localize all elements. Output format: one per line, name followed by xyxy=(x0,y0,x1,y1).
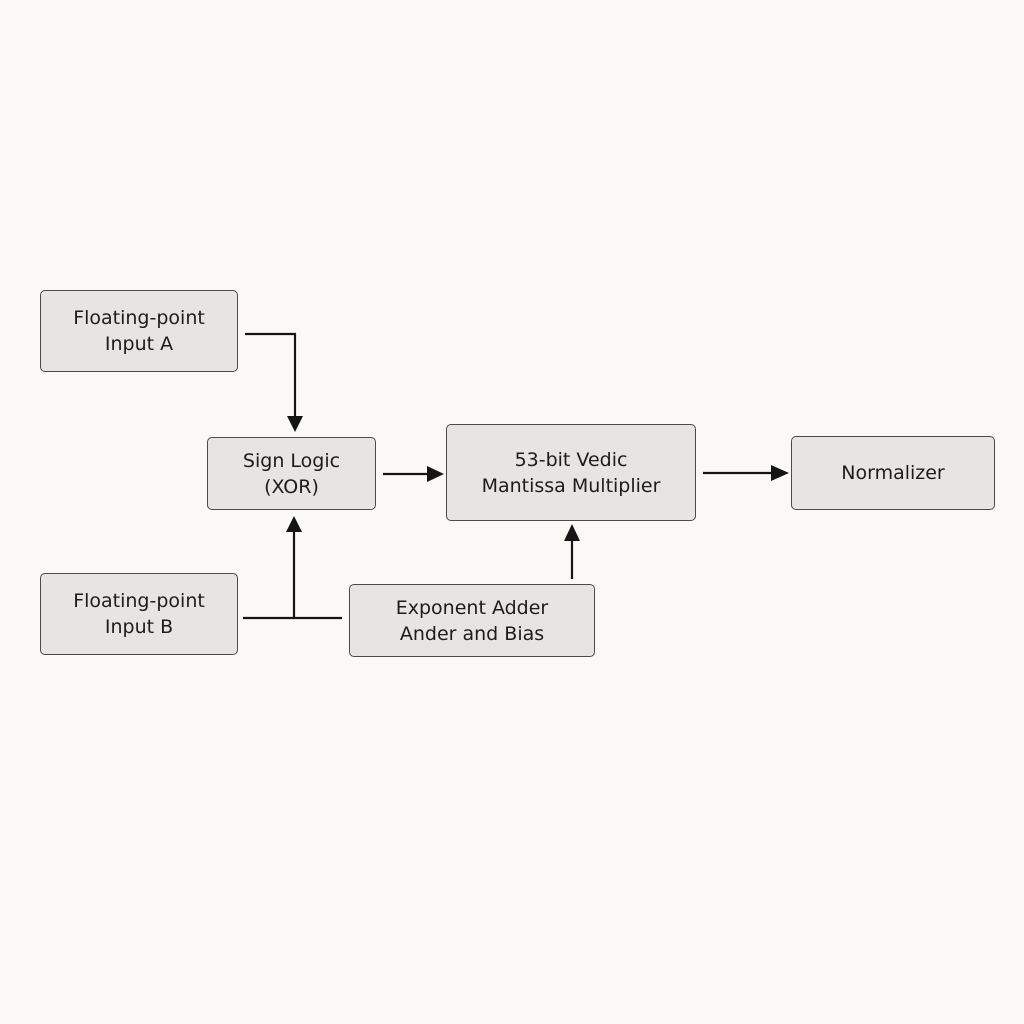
wire-input-a-to-sign-logic xyxy=(245,332,297,418)
input-b-label-line2: Input B xyxy=(104,616,174,638)
input-b-label-line1: Floating-point xyxy=(73,590,205,612)
mantissa-multiplier-block: 53-bit Vedic Mantissa Multiplier xyxy=(446,424,696,521)
normalizer-block: Normalizer xyxy=(791,436,995,510)
sign-logic-label-line2: (XOR) xyxy=(264,475,319,498)
exponent-adder-label-line2: Ander and Bias xyxy=(399,622,545,645)
exponent-adder-block: Exponent Adder Ander and Bias xyxy=(349,584,595,657)
arrowhead-into-sign-logic-top xyxy=(287,416,303,432)
input-a-label-line1: Floating-point xyxy=(73,307,205,329)
sign-logic-label-line1: Sign Logic xyxy=(242,449,341,472)
mantissa-label-line2: Mantissa Multiplier xyxy=(481,474,661,497)
normalizer-label: Normalizer xyxy=(841,462,945,484)
input-a-label-line2: Input A xyxy=(104,333,174,355)
arrowhead-into-normalizer xyxy=(771,465,789,481)
arrowhead-into-mantissa-left xyxy=(427,466,444,482)
input-b-block: Floating-point Input B xyxy=(40,573,238,655)
arrowhead-into-mantissa-bottom xyxy=(564,524,580,541)
exponent-adder-label-line1: Exponent Adder xyxy=(395,596,549,619)
arrowhead-into-sign-logic-bottom xyxy=(286,516,302,532)
sign-logic-block: Sign Logic (XOR) xyxy=(207,437,376,510)
mantissa-label-line1: 53-bit Vedic xyxy=(514,448,628,471)
input-a-block: Floating-point Input A xyxy=(40,290,238,372)
